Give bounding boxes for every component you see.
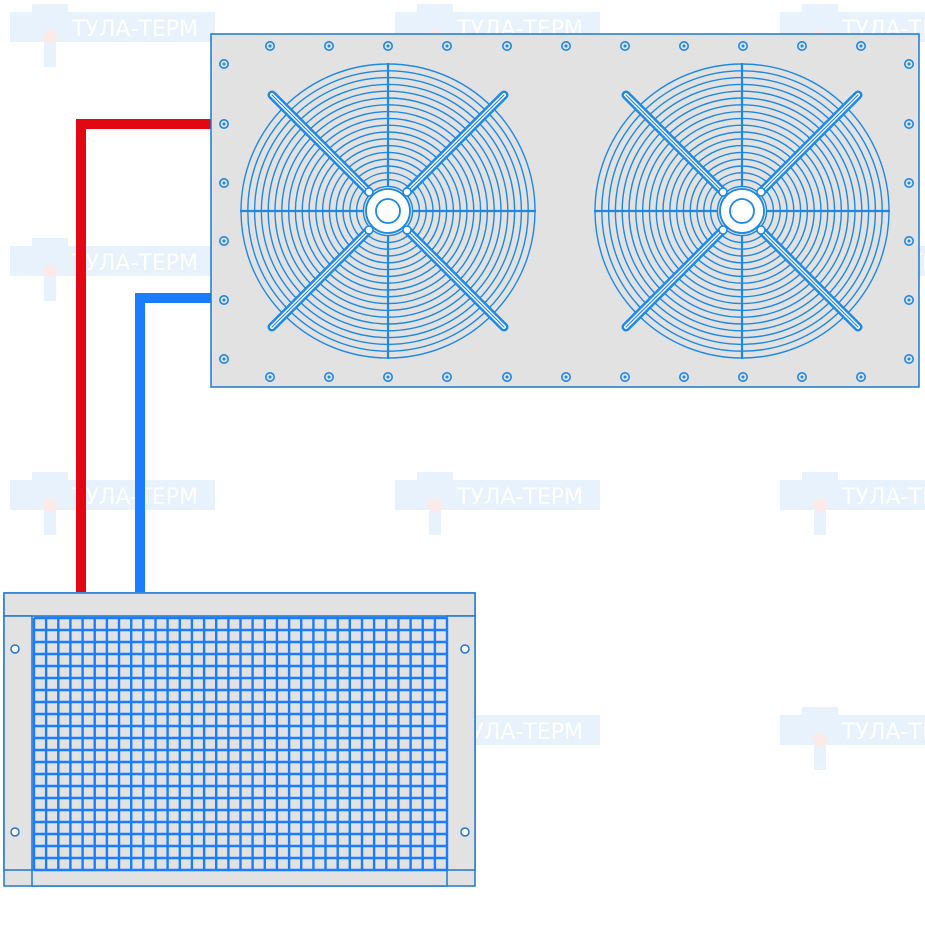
bolt-icon: [219, 353, 230, 364]
watermark-logo: ТУЛА-ТЕРМ: [10, 472, 215, 535]
watermark-text: ТУЛА-ТЕРМ: [71, 251, 198, 276]
bolt-icon: [382, 40, 393, 51]
evaporator-grille: [32, 616, 449, 872]
watermark-text: ТУЛА-ТЕРМ: [841, 720, 925, 745]
watermark-logo: ТУЛА-ТЕРМ: [10, 4, 215, 67]
bolt-icon: [796, 40, 807, 51]
bolt-icon: [903, 178, 914, 189]
refrigerant-pipes: [76, 119, 212, 592]
evaporator-top-panel: [3, 592, 476, 617]
bolt-icon: [903, 236, 914, 247]
bolt-icon: [855, 371, 866, 382]
condenser-bolts: [219, 40, 914, 382]
watermark-text: ТУЛА-ТЕРМ: [841, 485, 925, 510]
bolt-icon: [796, 371, 807, 382]
bolt-icon: [441, 40, 452, 51]
bolt-icon: [737, 40, 748, 51]
bolt-icon: [219, 294, 230, 305]
bolt-icon: [560, 371, 571, 382]
fan-guard-right: [594, 63, 890, 359]
mount-hole-icon: [460, 827, 470, 837]
bolt-icon: [264, 371, 275, 382]
watermark-text: ТУЛА-ТЕРМ: [456, 720, 583, 745]
watermark-text: ТУЛА-ТЕРМ: [456, 485, 583, 510]
bolt-icon: [855, 40, 866, 51]
evaporator-left-side: [3, 615, 33, 871]
watermark-text: ТУЛА-ТЕРМ: [71, 17, 198, 42]
watermark-text: ТУЛА-ТЕРМ: [71, 485, 198, 510]
watermark-logo: ТУЛА-ТЕРМ: [780, 707, 925, 770]
bolt-icon: [382, 371, 393, 382]
bolt-icon: [737, 371, 748, 382]
condenser-unit: [210, 33, 920, 388]
bolt-icon: [501, 40, 512, 51]
watermark-logo: ТУЛА-ТЕРМ: [780, 472, 925, 535]
evaporator-unit: [3, 592, 476, 887]
bolt-icon: [678, 371, 689, 382]
mount-hole-icon: [10, 644, 20, 654]
bolt-icon: [323, 40, 334, 51]
bolt-icon: [903, 353, 914, 364]
bolt-icon: [560, 40, 571, 51]
bolt-icon: [501, 371, 512, 382]
bolt-icon: [219, 58, 230, 69]
bolt-icon: [903, 58, 914, 69]
bolt-icon: [219, 236, 230, 247]
bolt-icon: [323, 371, 334, 382]
fan-guard-left: [240, 63, 536, 359]
bolt-icon: [903, 294, 914, 305]
bolt-icon: [264, 40, 275, 51]
liquid-line-pipe: [135, 293, 212, 592]
evaporator-bottom-panel: [31, 869, 448, 887]
bolt-icon: [903, 119, 914, 130]
bolt-icon: [619, 371, 630, 382]
bolt-icon: [678, 40, 689, 51]
bolt-icon: [219, 178, 230, 189]
bolt-icon: [619, 40, 630, 51]
bolt-icon: [441, 371, 452, 382]
evaporator-mount-holes: [10, 644, 470, 837]
bolt-icon: [219, 119, 230, 130]
watermark-logo: ТУЛА-ТЕРМ: [395, 472, 600, 535]
watermark-logo: ТУЛА-ТЕРМ: [10, 238, 215, 301]
hot-gas-pipe: [76, 119, 212, 592]
mount-hole-icon: [460, 644, 470, 654]
mount-hole-icon: [10, 827, 20, 837]
